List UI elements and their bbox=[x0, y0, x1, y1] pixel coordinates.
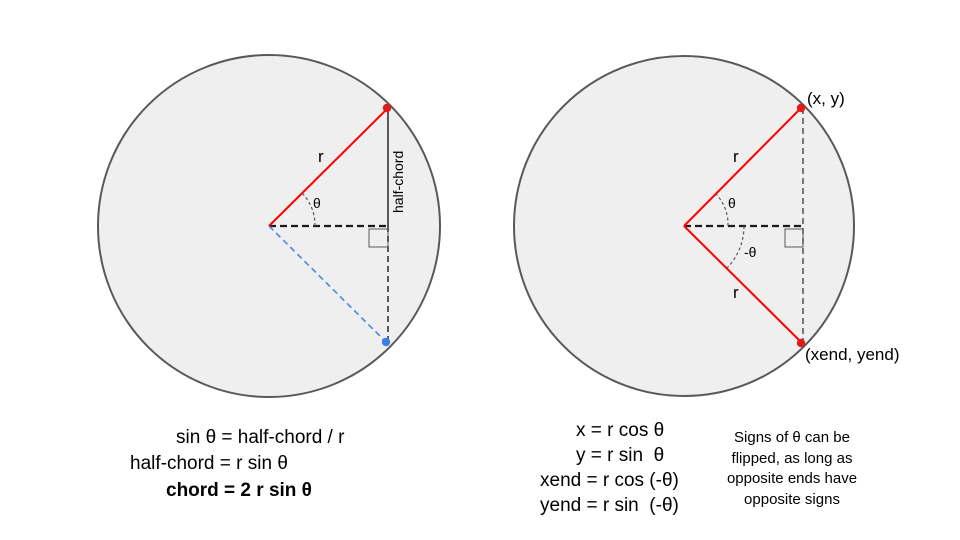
right-angle-arc bbox=[715, 193, 729, 227]
right-lower-radius-label: r bbox=[733, 283, 739, 302]
left-diagram: r θ half-chord bbox=[97, 54, 441, 398]
note-line-4: opposite signs bbox=[744, 490, 840, 508]
equation-x: x = r cos θ bbox=[576, 420, 665, 441]
left-top-point bbox=[382, 103, 392, 113]
equation-y: y = r sin θ bbox=[576, 445, 665, 466]
right-diagram: r r θ -θ (x, y) (xend, yend) bbox=[513, 55, 900, 397]
equation-yend: yend = r sin (-θ) bbox=[540, 495, 679, 516]
left-radius-label: r bbox=[318, 147, 324, 166]
note-line-2: flipped, as long as bbox=[731, 449, 853, 467]
sign-flip-note: Signs of θ can be flipped, as long as op… bbox=[708, 428, 876, 510]
right-upper-red-radius bbox=[683, 107, 802, 227]
equation-half-chord: half-chord = r sin θ bbox=[130, 453, 288, 474]
note-line-3: opposite ends have bbox=[726, 470, 858, 487]
left-half-chord-label: half-chord bbox=[390, 151, 406, 213]
note-line-1: Signs of θ can be bbox=[734, 429, 850, 446]
equation-chord: chord = 2 r sin θ bbox=[166, 480, 312, 501]
right-upper-radius-label: r bbox=[733, 147, 739, 166]
right-neg-angle-arc bbox=[726, 225, 745, 269]
equation-xend: xend = r cos (-θ) bbox=[540, 470, 679, 491]
left-red-radius bbox=[268, 107, 389, 227]
right-top-point bbox=[796, 103, 806, 113]
right-neg-angle-label: -θ bbox=[744, 244, 757, 260]
right-lower-red-radius bbox=[683, 225, 802, 343]
left-right-angle-marker bbox=[368, 228, 389, 248]
bottom-point-label: (xend, yend) bbox=[805, 345, 900, 364]
left-angle-arc bbox=[301, 192, 316, 227]
top-point-label: (x, y) bbox=[807, 89, 845, 108]
right-right-angle-marker bbox=[784, 228, 804, 248]
left-bottom-point bbox=[381, 337, 391, 347]
left-angle-label: θ bbox=[313, 195, 321, 211]
left-blue-dashed-radius bbox=[268, 225, 387, 343]
equation-sin-theta: sin θ = half-chord / r bbox=[176, 427, 345, 448]
right-bottom-point bbox=[796, 338, 806, 348]
right-angle-label: θ bbox=[728, 195, 736, 211]
